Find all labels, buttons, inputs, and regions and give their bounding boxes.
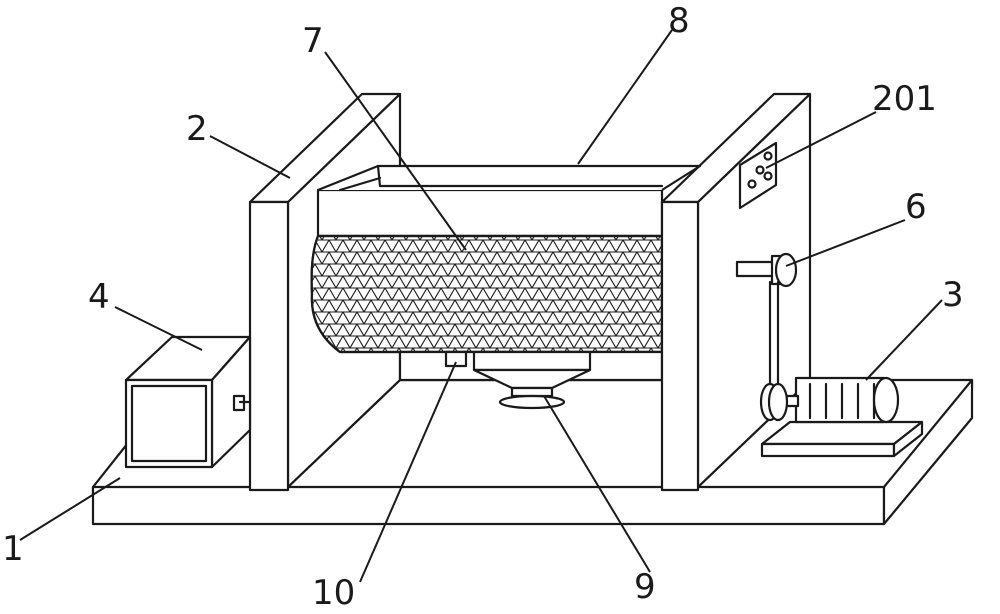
label-motor: 3 [942, 275, 964, 315]
label-top-frame: 8 [668, 1, 690, 41]
right-frame-front [660, 200, 700, 492]
label-drain-valve: 10 [312, 573, 355, 613]
label-left-frame: 2 [186, 109, 208, 149]
label-base: 1 [2, 529, 24, 569]
discharge-hopper [472, 350, 592, 410]
mesh-drum [310, 164, 702, 354]
leader-lines [19, 29, 943, 583]
label-mesh-drum: 7 [302, 21, 324, 61]
label-belt-pulley: 6 [905, 187, 927, 227]
motor [759, 376, 924, 458]
label-control-panel: 201 [872, 79, 937, 119]
label-discharge-outlet: 9 [634, 567, 656, 607]
reference-labels: 1 2 3 4 6 7 8 9 10 201 [2, 1, 964, 613]
label-control-box: 4 [88, 277, 110, 317]
control-panel [738, 141, 778, 210]
control-box [124, 335, 252, 469]
belt-pulley [735, 252, 798, 392]
